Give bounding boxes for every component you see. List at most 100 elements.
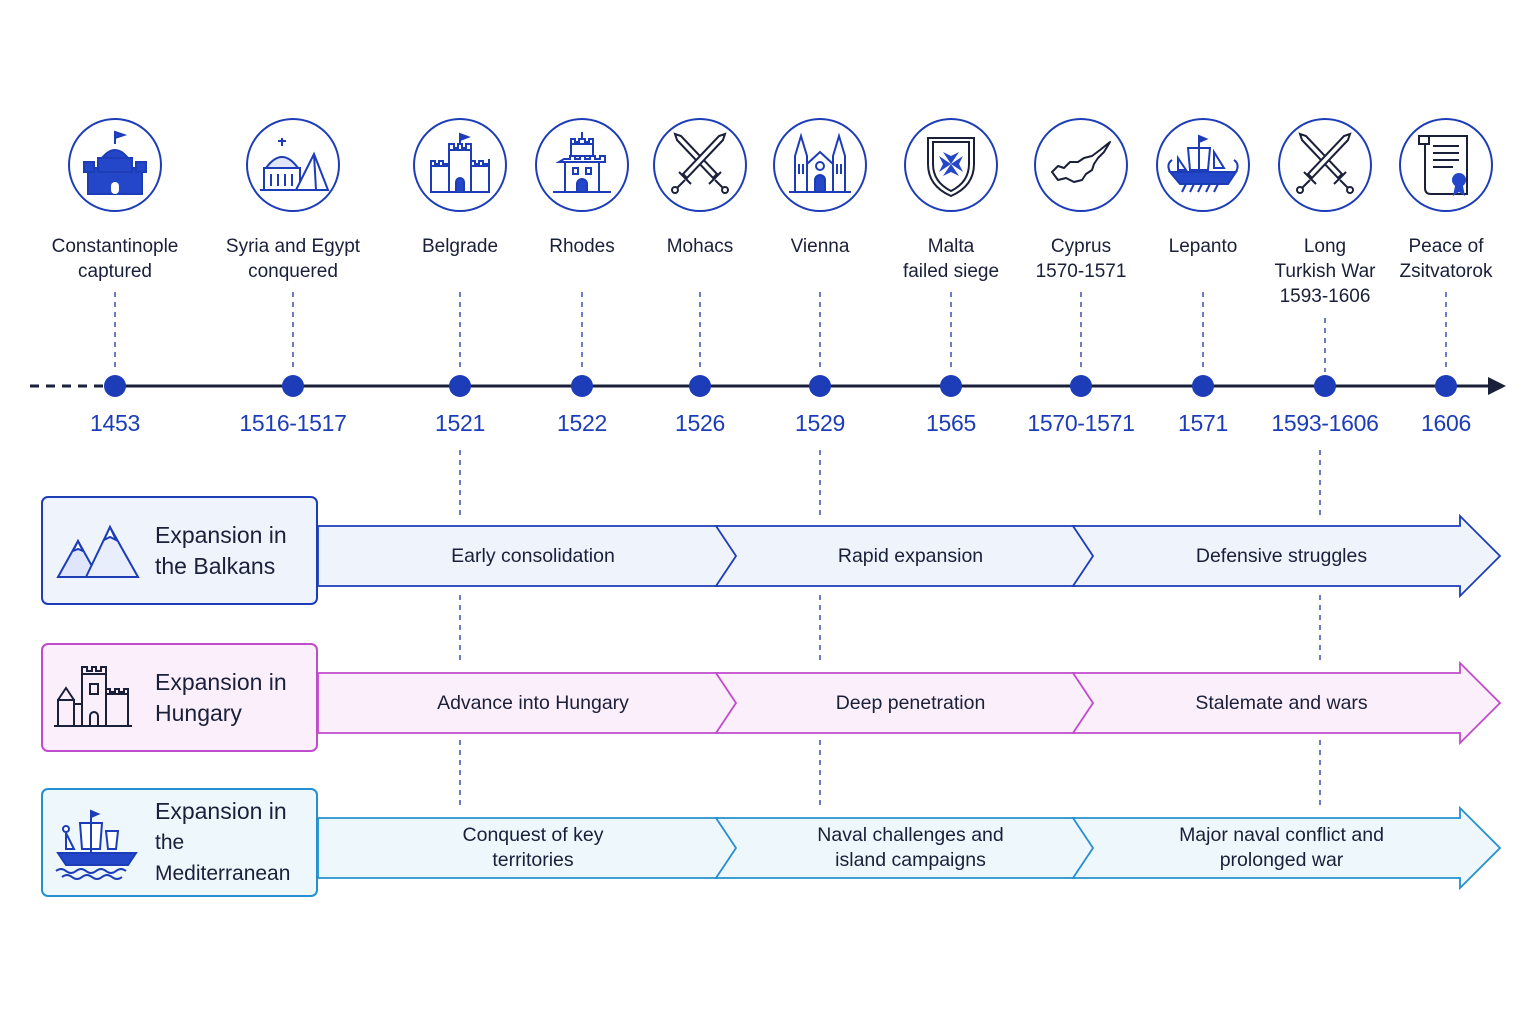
event-4: Rhodes [482, 118, 682, 259]
phase-arrow [1071, 513, 1502, 599]
event-year: 1526 [675, 410, 725, 436]
timeline-dot [689, 375, 711, 397]
event-name-line: Rhodes [549, 236, 615, 257]
lane-title-line: the Mediterranean [155, 831, 291, 885]
event-year: 1529 [795, 410, 845, 436]
castle-icon [413, 118, 507, 212]
event-9: Lepanto [1103, 118, 1303, 259]
lane-label: Expansion in Hungary [41, 643, 318, 752]
event-6: Vienna [720, 118, 920, 259]
phase-label: Stalemate and wars [1093, 673, 1470, 733]
event-name-line: Long [1303, 236, 1347, 257]
timeline-dot [449, 375, 471, 397]
event-name: Mohacs [600, 234, 800, 259]
timeline-dot [104, 375, 126, 397]
crossed-swords-icon [653, 118, 747, 212]
event-8: Cyprus 1570-1571 [981, 118, 1181, 284]
mountains-icon [51, 513, 143, 589]
event-year: 1593-1606 [1271, 410, 1379, 436]
lane-title-line: Hungary [155, 699, 242, 726]
phase-label-line: Conquest of key [462, 824, 604, 846]
phase-label: Advance into Hungary [338, 673, 728, 733]
lane-label: Expansion in the Mediterranean [41, 788, 318, 897]
event-11: Peace of Zsitvatorok [1346, 118, 1536, 284]
cyprus-map-icon [1034, 118, 1128, 212]
lane-title-line: Expansion in [155, 798, 287, 824]
maltese-cross-shield-icon [904, 118, 998, 212]
treaty-scroll-icon [1399, 118, 1493, 212]
phase-label: Early consolidation [338, 526, 728, 586]
tower-icon [535, 118, 629, 212]
phase-arrow [1071, 805, 1502, 891]
timeline-dot [1314, 375, 1336, 397]
event-year: 1571 [1178, 410, 1228, 436]
lane-title-line: the Balkans [155, 552, 276, 579]
event-name-line: Belgrade [421, 236, 499, 257]
event-name: Rhodes [482, 234, 682, 259]
event-name-line: Malta [927, 236, 975, 257]
event-year: 1521 [435, 410, 485, 436]
event-year: 1522 [557, 410, 607, 436]
phase-label-line: Defensive struggles [1195, 544, 1368, 567]
event-name: Peace of Zsitvatorok [1346, 234, 1536, 284]
phase-label-line: Early consolidation [451, 544, 615, 567]
event-name-line: Constantinople [51, 236, 179, 257]
lane-title: Expansion in Hungary [155, 667, 287, 729]
event-name-line: Peace of [1408, 236, 1484, 257]
phase-label: Rapid expansion [736, 526, 1085, 586]
event-name: Lepanto [1103, 234, 1303, 259]
event-name: Vienna [720, 234, 920, 259]
lane-title-line: Expansion in [155, 521, 287, 548]
event-name-line: Vienna [790, 236, 850, 257]
phase-label: Major naval conflict and prolonged war [1093, 818, 1470, 878]
event-year: 1570-1571 [1027, 410, 1135, 436]
timeline-dot [571, 375, 593, 397]
ship-icon [51, 805, 143, 881]
event-name-line: Syria and Egypt [225, 236, 361, 257]
event-name-line: Turkish War [1274, 261, 1376, 282]
lane-title: Expansion in the Balkans [155, 520, 287, 582]
axis-arrowhead [1488, 377, 1506, 395]
phase-label-line: Naval challenges and [817, 824, 1004, 846]
event-5: Mohacs [600, 118, 800, 259]
phase-label-line: Rapid expansion [837, 544, 984, 567]
event-name-line: Zsitvatorok [1399, 261, 1493, 282]
timeline-dot [809, 375, 831, 397]
event-name: Belgrade [360, 234, 560, 259]
castle-icon [51, 660, 143, 736]
event-name: Cyprus 1570-1571 [981, 234, 1181, 284]
event-year: 1453 [90, 410, 140, 436]
fortress-dome-icon [68, 118, 162, 212]
timeline-dot [940, 375, 962, 397]
timeline-dot [282, 375, 304, 397]
timeline-dot [1070, 375, 1092, 397]
phase-label: Deep penetration [736, 673, 1085, 733]
cathedral-icon [773, 118, 867, 212]
phase-label-line: Major naval conflict and [1179, 824, 1384, 846]
phase-label-line: prolonged war [1219, 849, 1344, 871]
timeline-dot [1192, 375, 1214, 397]
event-name-line: Cyprus [1050, 236, 1112, 257]
event-name-line: 1570-1571 [1035, 261, 1127, 282]
event-year: 1565 [926, 410, 976, 436]
timeline-dot [1435, 375, 1457, 397]
event-name-line: 1593-1606 [1279, 286, 1371, 307]
phase-label-line: island campaigns [835, 849, 986, 871]
lane-title-line: Expansion in [155, 668, 287, 695]
event-year: 1606 [1421, 410, 1471, 436]
phase-label-line: Advance into Hungary [437, 691, 629, 714]
crossed-swords-icon [1278, 118, 1372, 212]
lane-title: Expansion in the Mediterranean [155, 796, 316, 889]
event-name-line: Lepanto [1168, 236, 1238, 257]
phase-label-line: Deep penetration [835, 691, 986, 714]
event-year: 1516-1517 [239, 410, 347, 436]
event-name-line: Mohacs [666, 236, 734, 257]
